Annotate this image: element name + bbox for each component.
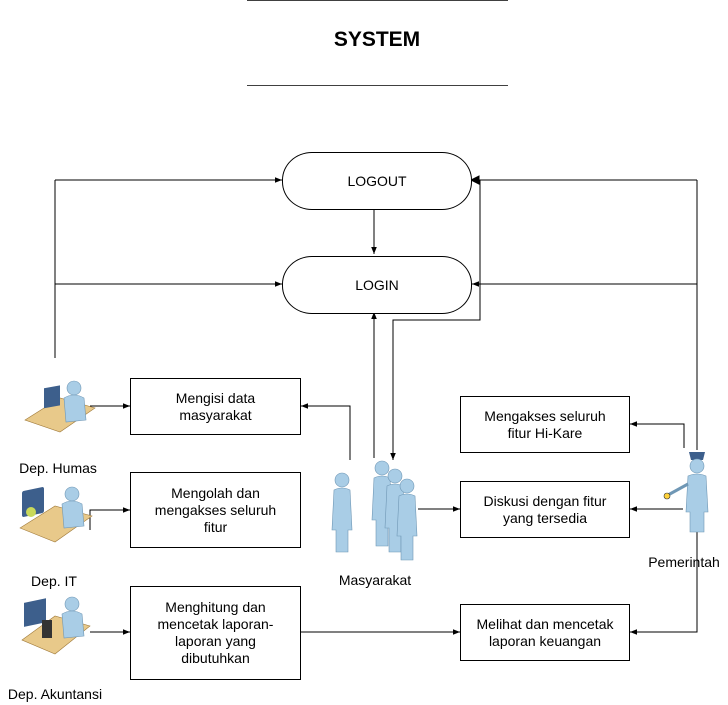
it-task-box: Mengolah dan mengakses seluruh fitur xyxy=(130,472,301,548)
actor-label-pemerintah: Pemerintah xyxy=(648,554,720,570)
akuntansi-task-line-4: dibutuhkan xyxy=(181,650,250,666)
page-title: SYSTEM xyxy=(333,28,421,51)
akuntansi-task-line-1: Menghitung dan xyxy=(165,599,266,615)
masyarakat-group-icon xyxy=(371,460,418,561)
connector-humas-auth xyxy=(54,177,282,358)
akuntansi-task-line-3: laporan yang xyxy=(175,633,256,649)
connector-pemerintah-auth xyxy=(472,177,698,450)
laporan-line-2: laporan keuangan xyxy=(488,632,602,649)
pemerintah-access-box: Mengakses seluruh fitur Hi-Kare xyxy=(460,396,630,453)
actor-label-masyarakat: Masyarakat xyxy=(338,572,412,588)
laporan-box: Melihat dan mencetak laporan keuangan xyxy=(460,604,630,661)
pemerintah-officer-icon xyxy=(663,452,709,533)
humas-task-box: Mengisi data masyarakat xyxy=(130,378,301,435)
actor-label-akuntansi: Dep. Akuntansi xyxy=(7,686,103,702)
akuntansi-workstation-icon xyxy=(21,596,91,655)
connector-it-task xyxy=(89,507,130,530)
akuntansi-task-box: Menghitung dan mencetak laporan- laporan… xyxy=(130,586,301,680)
it-task-line-1: Mengolah dan xyxy=(171,484,260,501)
actor-label-humas: Dep. Humas xyxy=(19,460,97,476)
diskusi-box: Diskusi dengan fitur yang tersedia xyxy=(460,481,630,538)
it-workstation-icon xyxy=(19,486,93,543)
diskusi-line-2: yang tersedia xyxy=(502,509,588,526)
title-rule-top xyxy=(247,0,508,1)
it-task-line-3: fitur xyxy=(203,518,228,535)
connector-masyarakat-humas-task xyxy=(301,403,351,460)
humas-workstation-icon xyxy=(24,380,96,433)
laporan-line-1: Melihat dan mencetak xyxy=(476,615,614,632)
login-node: LOGIN xyxy=(282,256,472,314)
pemerintah-access-line-2: fitur Hi-Kare xyxy=(507,424,583,441)
login-label: LOGIN xyxy=(355,277,399,293)
title-rule-bottom xyxy=(247,85,508,86)
it-task-line-2: mengakses seluruh xyxy=(154,501,277,518)
humas-task-line-1: Mengisi data xyxy=(175,389,256,406)
diskusi-line-1: Diskusi dengan fitur xyxy=(483,492,607,509)
pemerintah-access-line-1: Mengakses seluruh xyxy=(484,407,606,424)
actor-label-it: Dep. IT xyxy=(31,573,77,589)
akuntansi-task-line-2: mencetak laporan- xyxy=(157,616,274,632)
connector-pemerintah-tasks xyxy=(630,421,698,635)
logout-label: LOGOUT xyxy=(347,173,407,189)
masyarakat-person-icon xyxy=(331,472,353,553)
humas-task-line-2: masyarakat xyxy=(179,406,252,423)
logout-node: LOGOUT xyxy=(282,152,472,210)
